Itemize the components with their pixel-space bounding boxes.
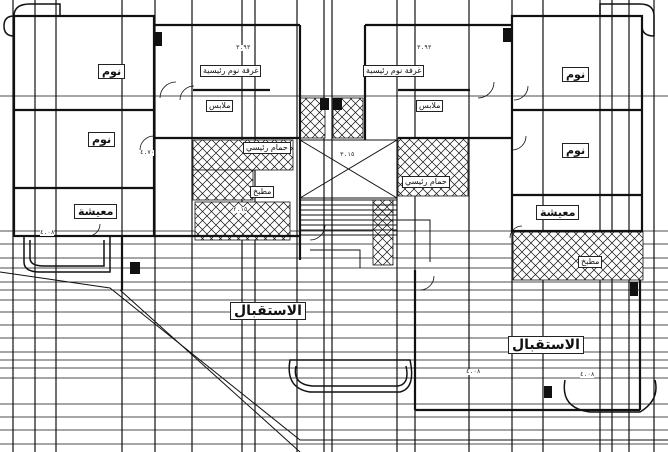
room-label-bedroom-right-top: نوم	[562, 67, 590, 82]
dimension-label: ٤.٧٠	[140, 149, 155, 156]
dimension-label: ٣.٩٣	[417, 44, 432, 51]
dimension-label: ٤.٠٨	[580, 371, 595, 378]
balconies	[3, 3, 657, 413]
room-label-closet-left: ملابس	[206, 100, 234, 112]
columns	[130, 28, 638, 398]
room-label-master-left: غرفة نوم رئيسية	[200, 65, 262, 77]
room-label-bedroom-left-top: نوم	[98, 64, 126, 79]
room-label-reception-left: الاستقبال	[230, 302, 306, 320]
tiled-floor-areas	[192, 97, 644, 281]
room-label-reception-right: الاستقبال	[508, 336, 584, 354]
room-label-kitchen-right: مطبخ	[578, 256, 603, 268]
dimension-label: ٤.٠٨	[40, 229, 55, 236]
dimension-label: ٢.١٥	[233, 206, 248, 213]
room-label-bath-left: حمام رئيسي	[243, 142, 291, 154]
dimension-label: ٣.١٥	[340, 151, 355, 158]
room-label-kitchen-left: مطبخ	[250, 186, 275, 198]
room-label-bath-right: حمام رئيسي	[402, 176, 450, 188]
room-label-living-left: معيشة	[74, 204, 118, 219]
site-boundary	[0, 271, 668, 452]
room-label-bedroom-left-mid: نوم	[88, 132, 116, 147]
room-label-closet-right: ملابس	[416, 100, 444, 112]
dimension-label: ٤.٠٨	[466, 368, 481, 375]
door-swings	[87, 81, 529, 291]
room-label-master-right: غرفة نوم رئيسية	[363, 65, 425, 77]
dimension-label: ٣.٩٣	[236, 44, 251, 51]
walls-right-unit	[363, 14, 644, 412]
room-label-bedroom-right-mid: نوم	[562, 143, 590, 158]
stair-core	[299, 139, 431, 268]
room-label-living-right: معيشة	[536, 205, 580, 220]
